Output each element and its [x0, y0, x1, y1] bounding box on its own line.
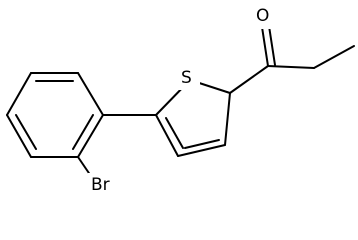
bond-thiophene-c4-c3-inner	[184, 139, 220, 149]
bond-phenyl-inner-2	[15, 114, 37, 150]
bond-phenyl-4	[6, 72, 32, 116]
bromine-label: Br	[91, 175, 110, 195]
bromine-label-mask	[88, 173, 122, 198]
bond-thiophene-c4-c3	[177, 144, 226, 157]
bond-ethyl-ch3-ch2	[313, 45, 355, 69]
bond-carbonyl-c-o-1	[261, 26, 269, 67]
bond-phenyl-inner-1	[72, 114, 94, 150]
bond-thiophene-c3-c2	[224, 92, 231, 146]
sulfur-label-mask	[178, 66, 200, 90]
bond-thiophene-c5-c4-inner	[165, 117, 184, 149]
atom-labels: S O Br	[88, 4, 277, 198]
bond-carbonyl-c-o-2	[268, 25, 276, 66]
bond-carbonyl-thiophene	[229, 65, 269, 94]
sulfur-label: S	[181, 68, 192, 88]
bond-phenyl-3	[6, 114, 32, 158]
bond-ch2-carbonyl	[267, 65, 315, 69]
oxygen-label: O	[256, 6, 269, 26]
oxygen-label-mask	[253, 4, 277, 29]
bond-lines	[6, 25, 355, 183]
bond-phenyl-1	[77, 114, 104, 158]
bond-thiophene-c5-c4	[155, 114, 179, 157]
chemical-structure: S O Br	[6, 4, 355, 198]
bond-phenyl-6	[77, 72, 104, 116]
